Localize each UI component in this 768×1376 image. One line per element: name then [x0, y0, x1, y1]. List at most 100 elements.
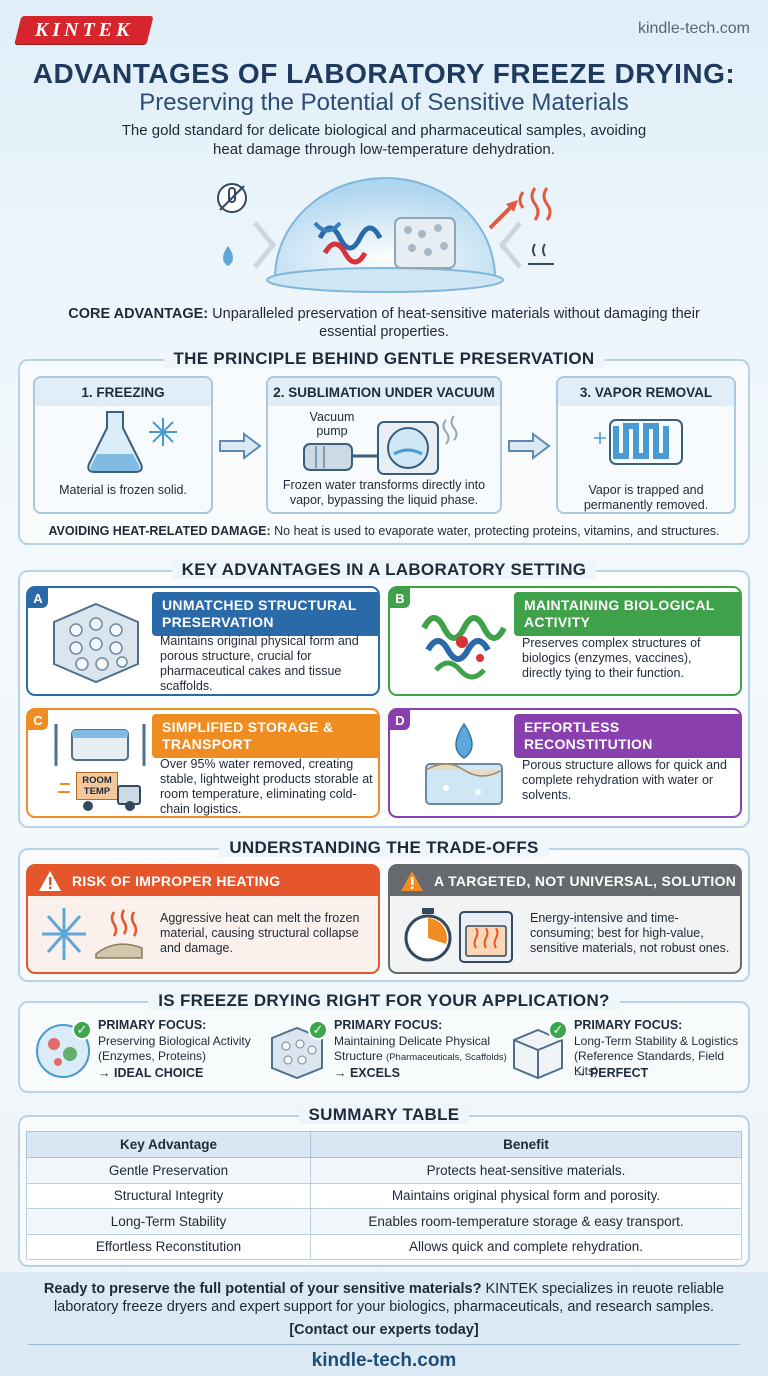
application-2-text: Maintaining Delicate Physical Structure … [334, 1034, 510, 1065]
card-c-title: SIMPLIFIED STORAGE & TRANSPORT [152, 714, 378, 758]
freeze-dryer-dome-illustration [217, 177, 554, 293]
step-freezing-text: Material is frozen solid. [59, 483, 187, 497]
kintek-logo[interactable]: KINTEK [14, 16, 154, 44]
step-sublimation-text: Frozen water transforms directly into va… [282, 478, 486, 507]
check-icon: ✓ [308, 1020, 328, 1040]
application-item-biological: ✓ PRIMARY FOCUS: Preserving Biological A… [30, 1018, 266, 1088]
tradeoff-targeted-solution: A TARGETED, NOT UNIVERSAL, SOLUTION Ener… [388, 864, 742, 974]
table-cell-advantage: Long-Term Stability [26, 1208, 311, 1235]
application-3-text: Long-Term Stability & Logistics (Referen… [574, 1034, 739, 1078]
application-1-verdict: → IDEAL CHOICE [98, 1066, 204, 1080]
advantage-card-a: A UNMATCHED STRUCTURAL PRESERVATION Main… [26, 586, 380, 696]
core-advantage-label: CORE ADVANTAGE: [68, 306, 209, 322]
table-cell-advantage: Gentle Preservation [26, 1157, 311, 1184]
card-c-letter: C [28, 710, 48, 730]
tradeoff-1-title: RISK OF IMPROPER HEATING [28, 866, 378, 896]
storage-box-icon [54, 724, 146, 766]
card-a-title: UNMATCHED STRUCTURAL PRESERVATION [152, 592, 378, 636]
protein-molecule-icon [313, 221, 383, 265]
steam-icon [528, 243, 554, 265]
frozen-flask-icon [87, 411, 177, 473]
porous-cube-icon [53, 602, 139, 684]
principle-title: THE PRINCIPLE BEHIND GENTLE PRESERVATION [163, 349, 605, 368]
table-cell-advantage: Effortless Reconstitution [26, 1233, 311, 1260]
cta-bold: Ready to preserve the full potential of … [43, 1281, 482, 1297]
advantages-title: KEY ADVANTAGES IN A LABORATORY SETTING [171, 560, 597, 579]
heat-damage-note-label: AVOIDING HEAT-RELATED DAMAGE: [48, 524, 271, 538]
page-subtitle: Preserving the Potential of Sensitive Ma… [139, 89, 629, 116]
call-to-action: Ready to preserve the full potential of … [22, 1280, 746, 1316]
thermometer-icon [217, 183, 247, 213]
card-d-title: EFFORTLESS RECONSTITUTION [514, 714, 740, 758]
application-2-label: PRIMARY FOCUS: [334, 1018, 443, 1032]
footer-background [0, 1272, 768, 1376]
step-sublimation: 2. SUBLIMATION UNDER VACUUM Vacuum pump … [266, 376, 502, 514]
step-freezing: 1. FREEZING Material is frozen solid. [33, 376, 213, 514]
table-cell-advantage: Structural Integrity [26, 1182, 311, 1209]
check-icon: ✓ [72, 1020, 92, 1040]
summary-table: Key Advantage Benefit Gentle Preservatio… [26, 1131, 742, 1260]
melting-collapse-icon [42, 908, 143, 960]
package-box-icon [513, 1028, 563, 1080]
step-vapor-removal-title: 3. VAPOR REMOVAL [558, 378, 734, 406]
arrow-right-icon [219, 432, 262, 460]
table-cell-benefit: Protects heat-sensitive materials. [310, 1157, 742, 1184]
table-row: Effortless Reconstitution Allows quick a… [26, 1233, 742, 1260]
tradeoff-2-title: A TARGETED, NOT UNIVERSAL, SOLUTION [390, 866, 740, 896]
advantage-card-b: B MAINTAINING BIOLOGICAL ACTIVITY Preser… [388, 586, 742, 696]
tradeoff-improper-heating: RISK OF IMPROPER HEATING Aggressive heat… [26, 864, 380, 974]
card-c-text: Over 95% water removed, creating stable,… [160, 757, 373, 816]
summary-table-wrap: Key Advantage Benefit Gentle Preservatio… [26, 1131, 742, 1260]
card-a-letter: A [28, 588, 48, 608]
core-advantage-text: Unparalleled preservation of heat-sensit… [212, 306, 700, 340]
card-d-letter: D [390, 710, 410, 730]
card-b-title: MAINTAINING BIOLOGICAL ACTIVITY [514, 592, 740, 636]
application-item-structure: ✓ PRIMARY FOCUS: Maintaining Delicate Ph… [268, 1018, 508, 1088]
protein-structure-icon [421, 615, 507, 680]
application-2-text-small: (Pharmaceuticals, Scaffolds) [386, 1052, 507, 1063]
summary-title: SUMMARY TABLE [298, 1105, 470, 1124]
porous-cube-icon [271, 1026, 323, 1080]
water-drop-icon [223, 246, 233, 266]
table-cell-benefit: Maintains original physical form and por… [310, 1182, 742, 1209]
delivery-truck-icon [58, 783, 141, 811]
heat-waves-icon [518, 187, 552, 221]
step-freezing-title: 1. FREEZING [35, 378, 211, 406]
table-header-row: Key Advantage Benefit [26, 1131, 742, 1158]
check-icon: ✓ [548, 1020, 568, 1040]
advantage-card-c: C ROOM TEMP SIMPLIFIED STORAGE & TRANSPO… [26, 708, 380, 818]
advantage-card-d: D EFFORTLESS RECONSTITUTION Porous struc… [388, 708, 742, 818]
vacuum-chamber-icon [303, 415, 458, 475]
rehydration-drop-icon [425, 722, 503, 805]
tradeoffs-title: UNDERSTANDING THE TRADE-OFFS [219, 838, 549, 857]
table-row: Long-Term Stability Enables room-tempera… [26, 1208, 742, 1235]
core-advantage: CORE ADVANTAGE: Unparalleled preservatio… [60, 305, 708, 341]
contact-link[interactable]: [Contact our experts today] [289, 1322, 479, 1338]
step-vapor-removal: 3. VAPOR REMOVAL Vapor is trapped and pe… [556, 376, 736, 514]
application-title: IS FREEZE DRYING RIGHT FOR YOUR APPLICAT… [148, 991, 620, 1010]
heat-damage-note-text: No heat is used to evaporate water, prot… [274, 524, 720, 538]
condenser-coil-icon [594, 419, 683, 465]
cta-text: KINTEK specializes in reuote reliable la… [53, 1281, 725, 1315]
site-url-bottom[interactable]: kindle-tech.com [311, 1350, 457, 1371]
step-vapor-removal-text: Vapor is trapped and permanently removed… [583, 483, 709, 512]
card-b-text: Preserves complex structures of biologic… [522, 636, 701, 680]
application-item-logistics: ✓ PRIMARY FOCUS: Long-Term Stability & L… [508, 1018, 746, 1088]
warning-icon [39, 871, 61, 891]
application-1-text: Preserving Biological Activity (Enzymes,… [98, 1034, 251, 1063]
page-title: ADVANTAGES OF LABORATORY FREEZE DRYING: [32, 58, 736, 89]
room-temp-badge: ROOM TEMP [76, 772, 118, 800]
vacuum-pump-label: Vacuum pump [309, 410, 355, 438]
table-row: Structural Integrity Maintains original … [26, 1182, 742, 1209]
tradeoff-2-text: Energy-intensive and time-consuming; bes… [530, 911, 730, 955]
porous-cake-icon [394, 217, 456, 269]
application-1-label: PRIMARY FOCUS: [98, 1018, 207, 1032]
application-2-text-main: Maintaining Delicate Physical Structure [334, 1034, 491, 1063]
table-cell-benefit: Allows quick and complete rehydration. [310, 1233, 742, 1260]
card-d-text: Porous structure allows for quick and co… [522, 758, 727, 802]
footer-divider [28, 1344, 740, 1345]
timer-oven-icon [404, 908, 513, 963]
table-header-benefit: Benefit [310, 1131, 742, 1158]
site-url-top[interactable]: kindle-tech.com [637, 20, 750, 37]
application-3-verdict: → PERFECT [574, 1066, 649, 1080]
